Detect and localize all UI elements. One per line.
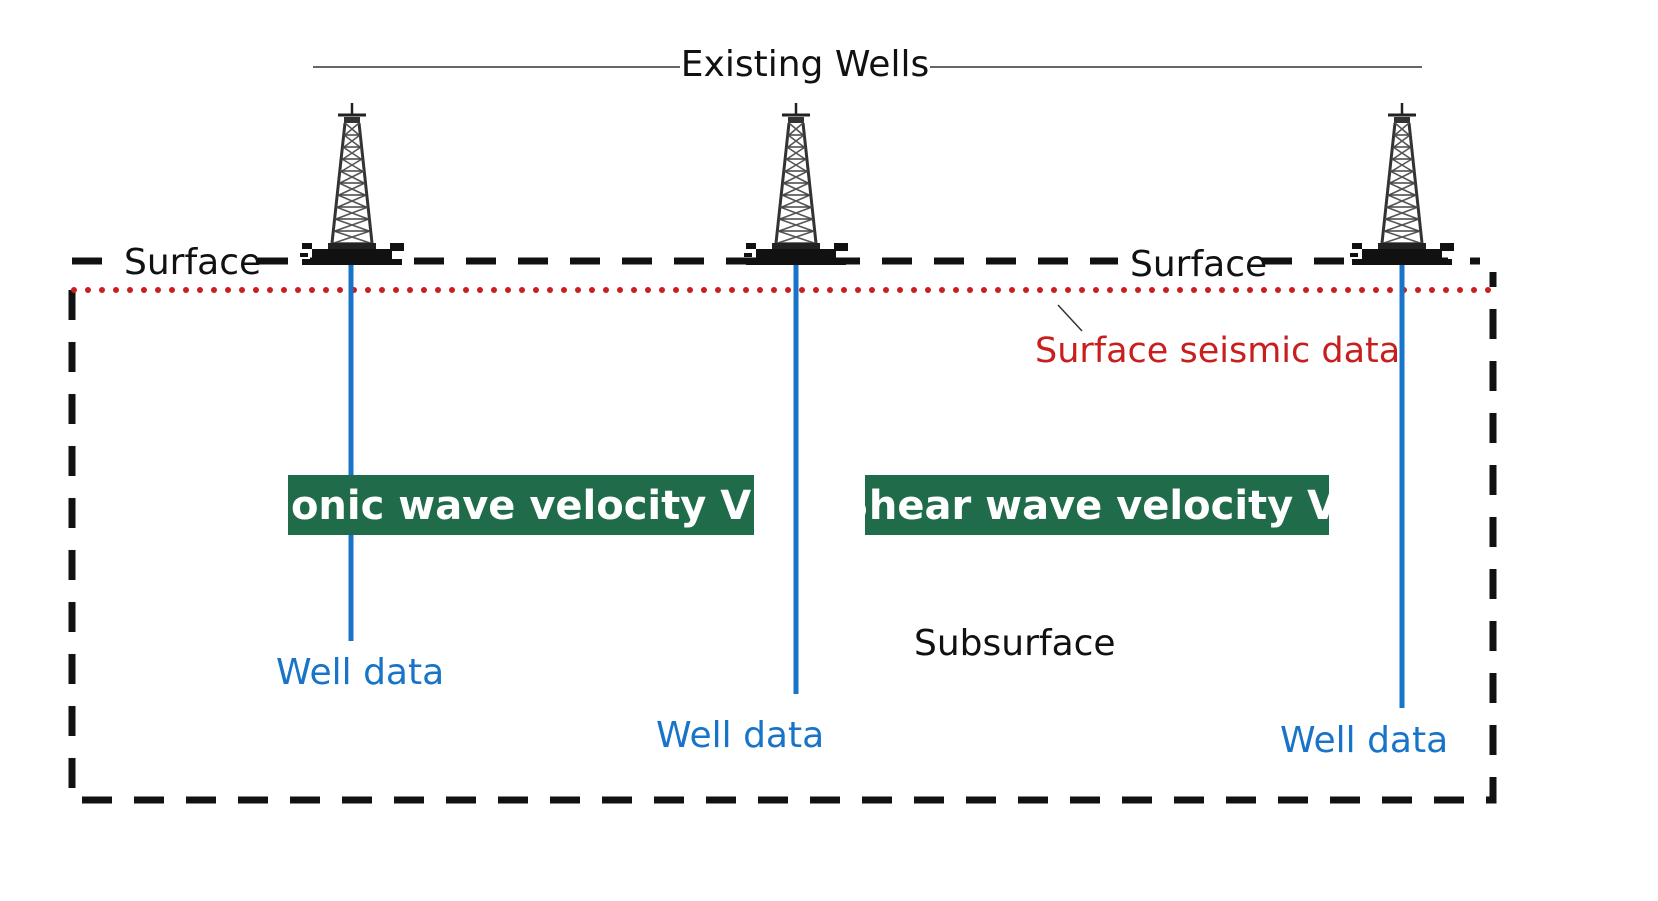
well-data-label-2: Well data (656, 715, 824, 756)
vs-box-label: Shear wave velocity Vs (840, 483, 1362, 529)
oil-derrick-icon (1348, 101, 1456, 267)
subsurface-boundary (68, 272, 1497, 804)
subsurface-label: Subsurface (914, 623, 1116, 664)
well-data-label-3: Well data (1280, 720, 1448, 761)
vp-box-label: Sonic wave velocity Vp (262, 483, 780, 529)
oil-derrick-icon (298, 101, 406, 267)
oil-derrick-icon (742, 101, 850, 267)
vs-box (865, 475, 1329, 535)
seismic-label: Surface seismic data (1035, 331, 1400, 371)
surface-label-left: Surface (124, 242, 261, 283)
well-data-label-1: Well data (276, 652, 444, 693)
diagram-title: Existing Wells (681, 44, 929, 85)
vp-box (288, 475, 754, 535)
surface-label-right: Surface (1130, 244, 1267, 285)
seismic-leader (1057, 304, 1083, 332)
